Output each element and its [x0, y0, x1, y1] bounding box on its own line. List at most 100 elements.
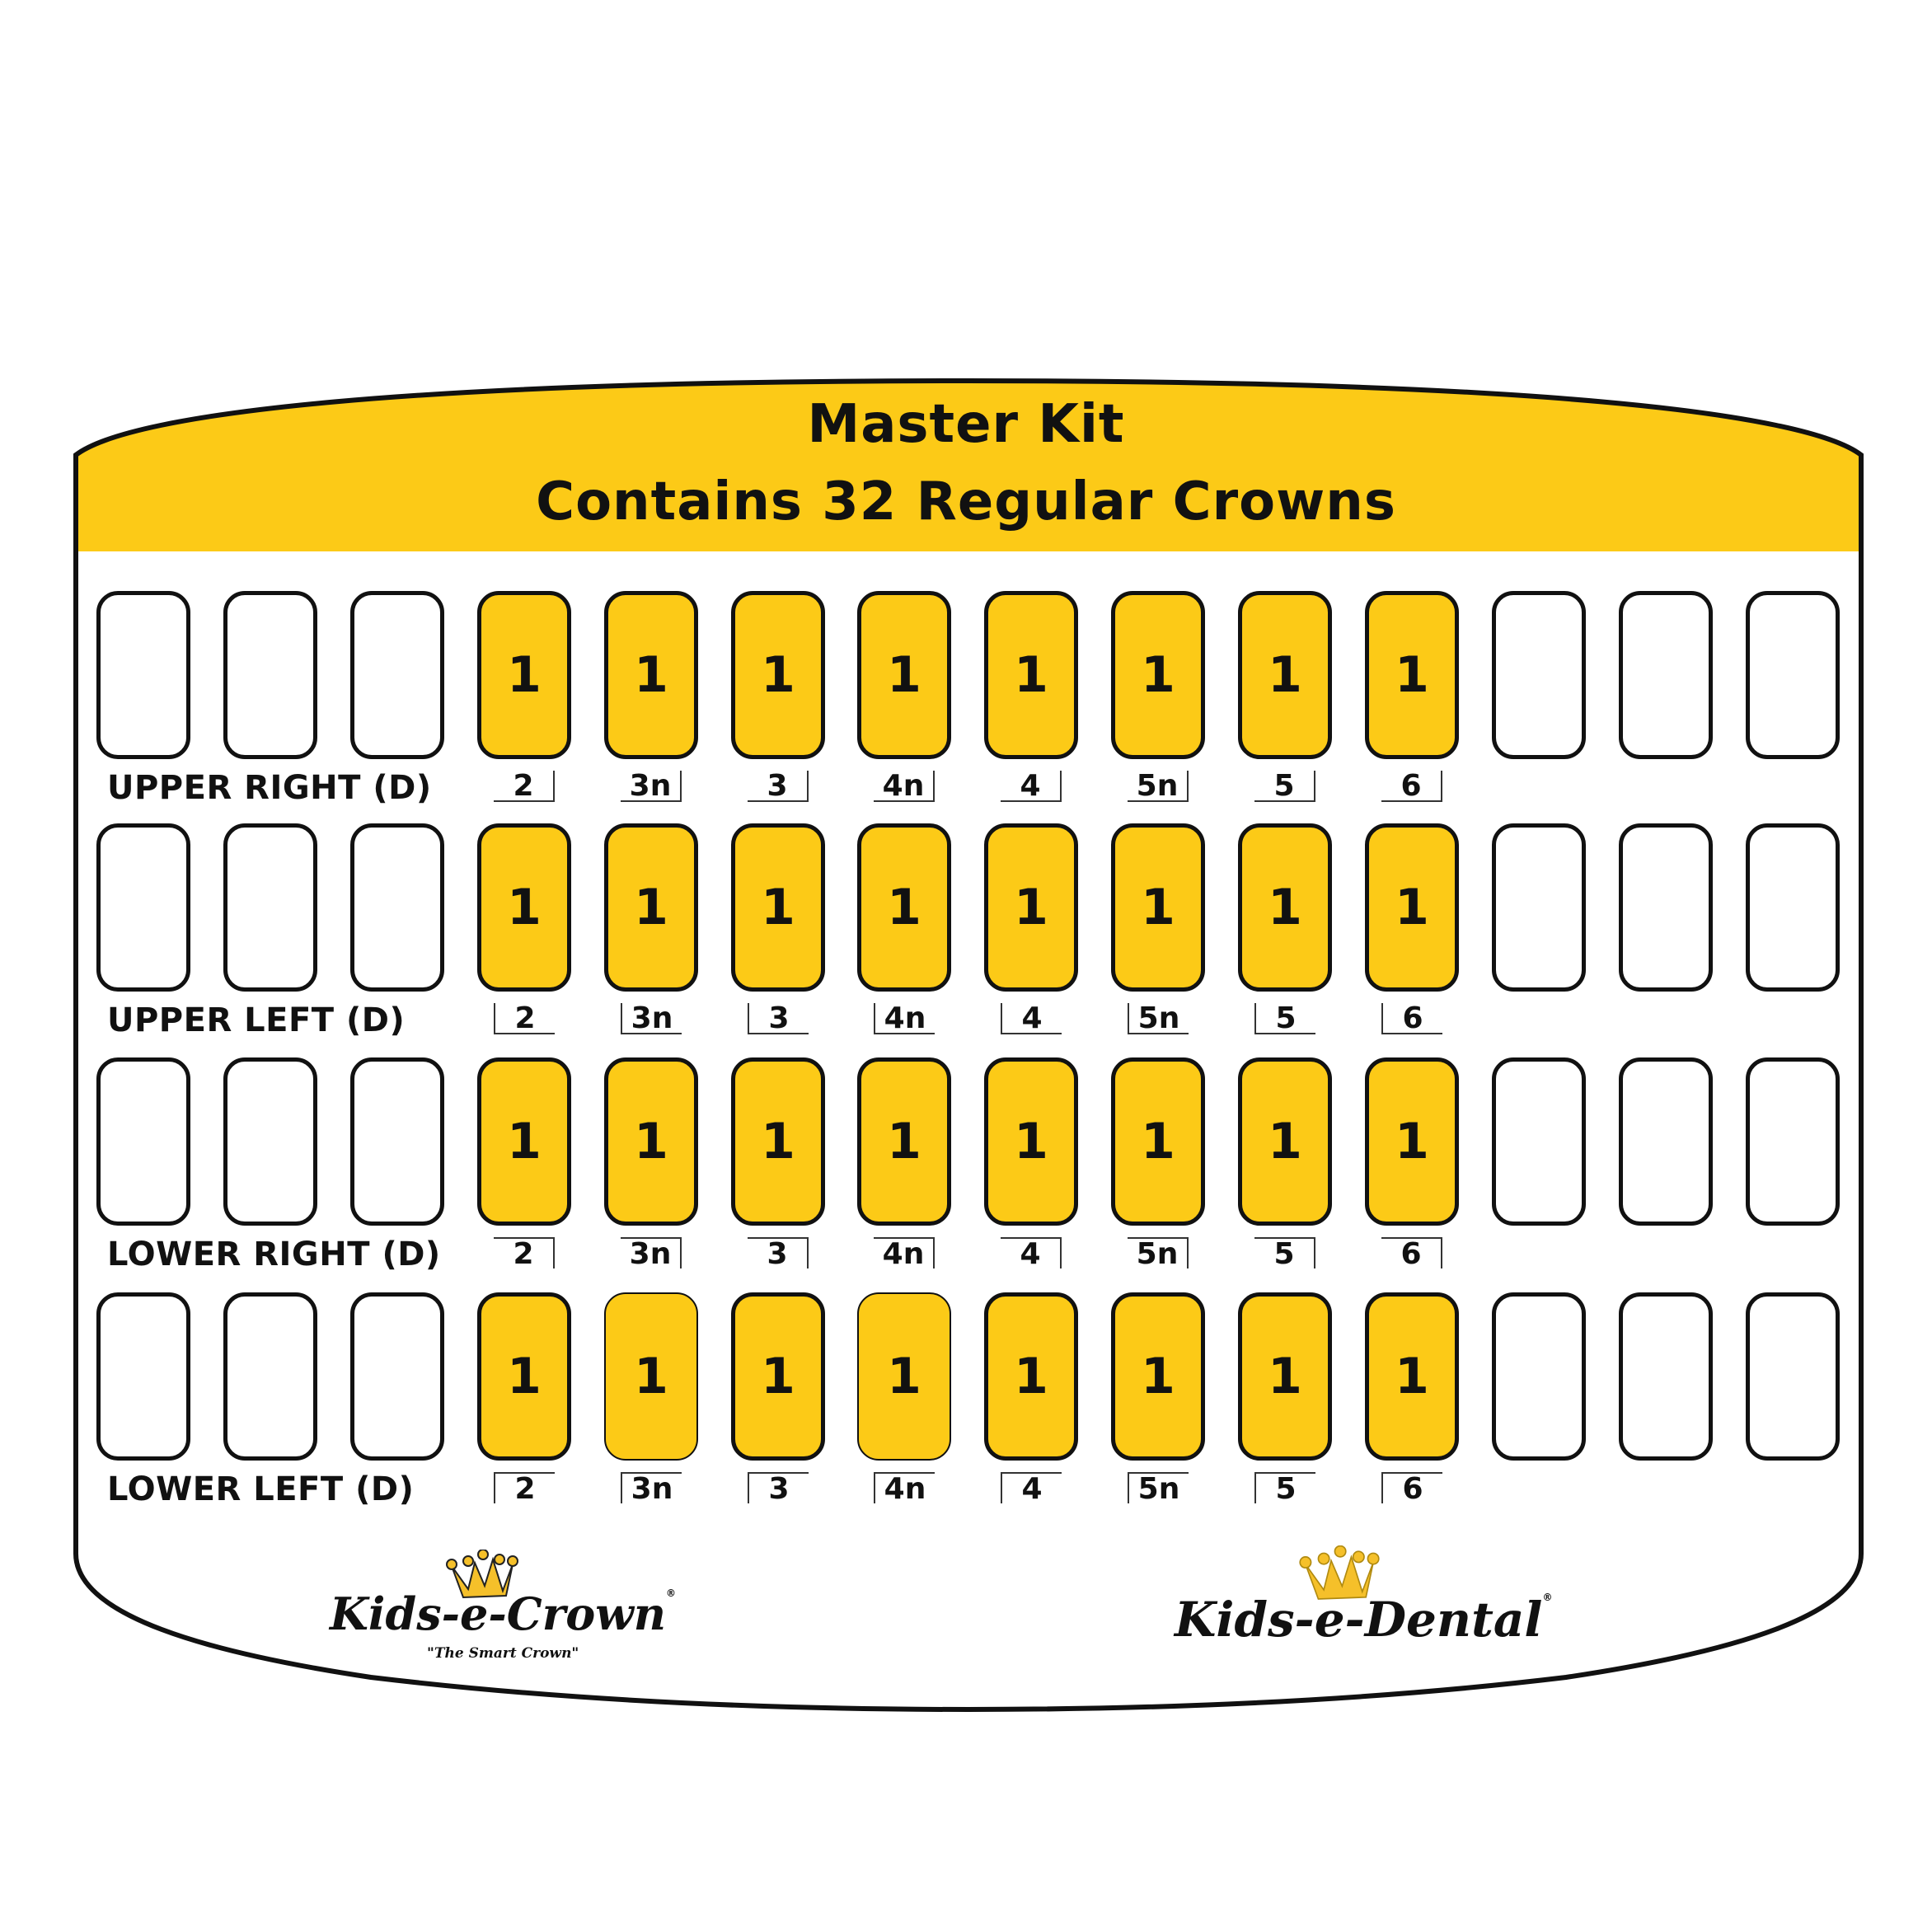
size-label: 2: [494, 771, 555, 802]
empty-slot: [1492, 1292, 1586, 1461]
size-label: 5n: [1128, 1003, 1189, 1034]
row-label: LOWER RIGHT (D): [107, 1236, 441, 1273]
size-label: 5: [1254, 1472, 1315, 1505]
crown-slot-5: 1: [1238, 591, 1332, 759]
registered-mark: ®: [665, 1587, 676, 1599]
empty-slot: [1619, 1292, 1713, 1461]
size-label: 4: [1001, 1472, 1062, 1505]
empty-slot: [1746, 591, 1840, 759]
empty-slot: [1619, 823, 1713, 992]
crown-slot-4: 1: [984, 1057, 1078, 1226]
size-label: 5n: [1128, 1237, 1189, 1270]
crown-slot-4n: 1: [857, 591, 951, 759]
crown-slot-2: 1: [477, 823, 571, 992]
size-label: 6: [1381, 1472, 1442, 1505]
crown-icon: [446, 1550, 518, 1599]
size-label: 5n: [1128, 771, 1189, 802]
size-label: 5: [1254, 771, 1315, 802]
size-label: 5: [1254, 1237, 1315, 1270]
crown-slot-6: 1: [1365, 1057, 1459, 1226]
empty-slot: [223, 591, 317, 759]
empty-slot: [1746, 823, 1840, 992]
size-label: 4n: [874, 771, 935, 802]
size-label: 4: [1001, 771, 1062, 802]
empty-slot: [1492, 591, 1586, 759]
crown-slot-6: 1: [1365, 1292, 1459, 1461]
size-label: 6: [1381, 1237, 1442, 1270]
empty-slot: [1619, 1057, 1713, 1226]
size-label: 3: [748, 771, 809, 802]
size-label: 2: [494, 1472, 555, 1505]
size-label: 4n: [874, 1003, 935, 1034]
empty-slot: [1619, 591, 1713, 759]
crown-slot-3n: 1: [604, 823, 698, 992]
row-label: LOWER LEFT (D): [107, 1470, 415, 1508]
kit-subtitle: Contains 32 Regular Crowns: [536, 471, 1396, 532]
empty-slot: [1746, 1292, 1840, 1461]
crown-slot-3n: 1: [604, 1292, 698, 1461]
size-label: 4: [1001, 1237, 1062, 1270]
kids-e-dental-logo: Kids-e-Dental®: [1175, 1545, 1587, 1669]
logo-right-name: Kids-e-Dental: [1175, 1592, 1543, 1648]
empty-slot: [350, 1057, 444, 1226]
crown-slot-2: 1: [477, 1057, 571, 1226]
crown-slot-3: 1: [731, 1292, 825, 1461]
empty-slot: [223, 1057, 317, 1226]
size-label: 3n: [621, 1237, 682, 1270]
crown-slot-4: 1: [984, 1292, 1078, 1461]
empty-slot: [223, 823, 317, 992]
size-label: 3n: [621, 771, 682, 802]
crown-slot-2: 1: [477, 591, 571, 759]
size-label: 3n: [621, 1472, 682, 1505]
crown-slot-2: 1: [477, 1292, 571, 1461]
registered-mark: ®: [1542, 1592, 1553, 1603]
crown-slot-3: 1: [731, 823, 825, 992]
size-label: 3: [748, 1237, 809, 1270]
crown-slot-4: 1: [984, 591, 1078, 759]
crown-slot-5n: 1: [1111, 823, 1205, 992]
empty-slot: [96, 823, 190, 992]
empty-slot: [96, 591, 190, 759]
empty-slot: [223, 1292, 317, 1461]
size-label: 3: [748, 1003, 809, 1034]
empty-slot: [96, 1057, 190, 1226]
crown-slot-4n: 1: [857, 1057, 951, 1226]
size-label: 4n: [874, 1237, 935, 1270]
crown-slot-5n: 1: [1111, 591, 1205, 759]
kids-e-crown-logo: Kids-e-Crown® "The Smart Crown": [330, 1550, 692, 1673]
size-label: 3: [748, 1472, 809, 1505]
size-label: 6: [1381, 1003, 1442, 1034]
kit-title: Master Kit: [807, 394, 1125, 455]
card-border: [73, 377, 1864, 1713]
crown-slot-3n: 1: [604, 1057, 698, 1226]
size-label: 5n: [1128, 1472, 1189, 1505]
crown-slot-3: 1: [731, 591, 825, 759]
header-band: [76, 381, 1861, 551]
crown-slot-3n: 1: [604, 591, 698, 759]
crown-slot-4n: 1: [857, 823, 951, 992]
empty-slot: [350, 1292, 444, 1461]
size-label: 5: [1254, 1003, 1315, 1034]
size-label: 4: [1001, 1003, 1062, 1034]
crown-slot-3: 1: [731, 1057, 825, 1226]
logo-left-name: Kids-e-Crown: [330, 1587, 666, 1640]
crown-slot-5: 1: [1238, 823, 1332, 992]
crown-icon: [1299, 1545, 1380, 1600]
crown-slot-5n: 1: [1111, 1057, 1205, 1226]
size-label: 6: [1381, 771, 1442, 802]
empty-slot: [1746, 1057, 1840, 1226]
crown-slot-6: 1: [1365, 823, 1459, 992]
row-label: UPPER RIGHT (D): [107, 769, 432, 807]
empty-slot: [96, 1292, 190, 1461]
crown-slot-4: 1: [984, 823, 1078, 992]
row-label: UPPER LEFT (D): [107, 1001, 406, 1039]
crown-slot-5n: 1: [1111, 1292, 1205, 1461]
size-label: 3n: [621, 1003, 682, 1034]
empty-slot: [1492, 1057, 1586, 1226]
crown-slot-5: 1: [1238, 1292, 1332, 1461]
empty-slot: [350, 823, 444, 992]
empty-slot: [350, 591, 444, 759]
logo-left-tagline: "The Smart Crown": [427, 1645, 579, 1662]
crown-slot-5: 1: [1238, 1057, 1332, 1226]
